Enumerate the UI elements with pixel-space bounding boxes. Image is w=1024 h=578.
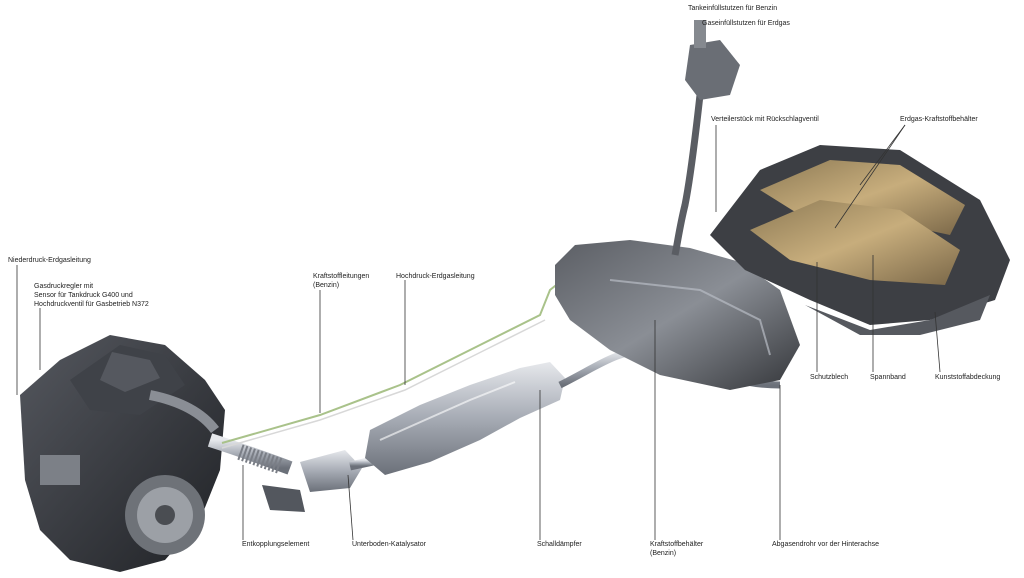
leader-lines: [16, 124, 941, 541]
cng-tanks-illustration: [710, 145, 1010, 335]
label-tank-filler-petrol: Tankeinfüllstutzen für Benzin: [688, 5, 778, 12]
label-high-pressure-line: Hochdruck-Erdgasleitung: [396, 273, 475, 280]
label-catalyst: Unterboden-Katalysator: [352, 541, 426, 548]
fuel-tank-illustration: [555, 240, 800, 390]
label-exhaust-pipe: Abgasendrohr vor der Hinterachse: [772, 541, 880, 548]
label-muffler: Schalldämpfer: [537, 541, 582, 548]
label-heat-shield: Schutzblech: [810, 374, 849, 381]
fuel-lines-illustration: [221, 269, 576, 449]
muffler-illustration: [365, 362, 565, 475]
label-plastic-cover: Kunststoffabdeckung: [935, 374, 1001, 381]
label-tension-strap: Spannband: [870, 374, 906, 381]
label-low-pressure-line: Niederdruck-Erdgasleitung: [8, 257, 91, 264]
front-pipe-illustration: [207, 433, 305, 512]
engine-illustration: [20, 335, 225, 572]
label-decoupling: Entkopplungselement: [242, 541, 310, 548]
filler-neck-illustration: [671, 20, 740, 256]
label-cng-tanks: Erdgas-Kraftstoffbehälter: [900, 116, 978, 123]
label-fuel-lines: Kraftstoffleitungen (Benzin): [313, 273, 370, 289]
label-fuel-tank: Kraftstoffbehälter (Benzin): [650, 541, 704, 557]
label-distributor: Verteilerstück mit Rückschlagventil: [711, 116, 819, 123]
label-tank-filler-cng: Gaseinfüllstutzen für Erdgas: [702, 20, 790, 27]
label-gas-regulator: Gasdruckregler mit Sensor für Tankdruck …: [34, 283, 149, 308]
